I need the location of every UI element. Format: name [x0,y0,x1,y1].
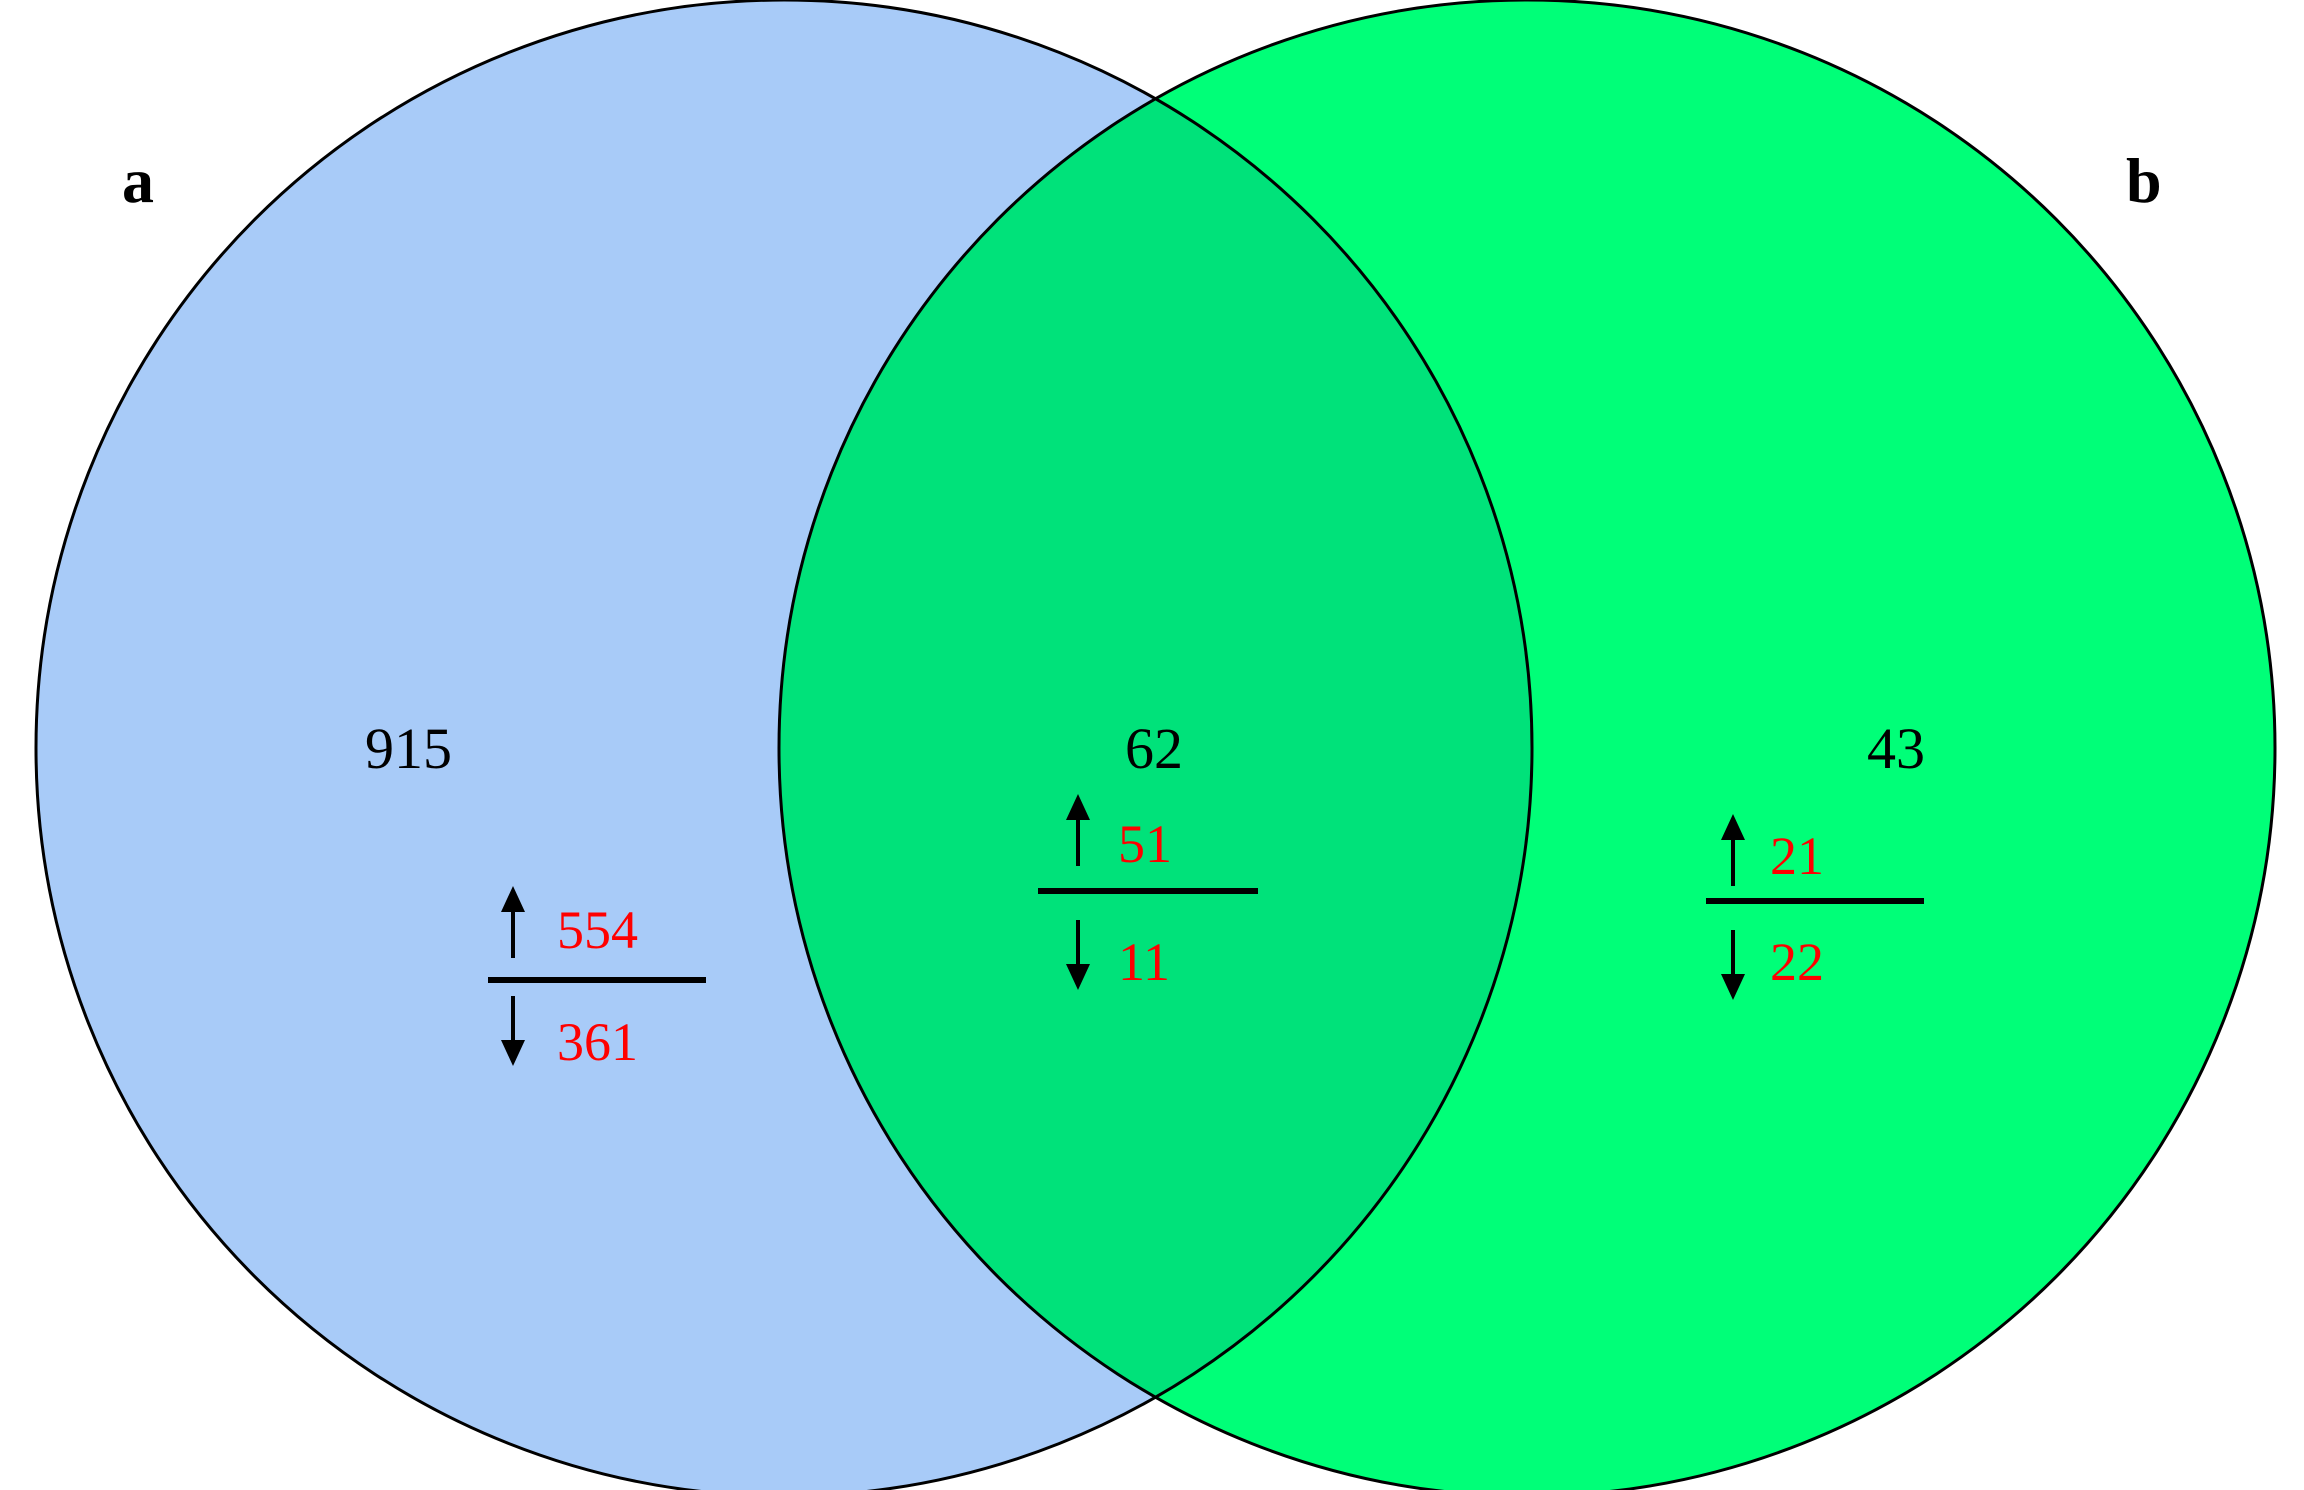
region-a-only-down-count: 361 [557,1012,638,1072]
set-b-label: b [2126,145,2162,216]
region-b-only: 43 21 22 [1706,716,1925,1000]
arrow-down-icon [1721,930,1745,1000]
arrow-up-icon [1721,814,1745,886]
region-a-only: 915 554 361 [365,716,706,1072]
region-b-only-down-count: 22 [1770,932,1824,992]
region-b-only-total: 43 [1867,716,1925,781]
region-a-only-up-count: 554 [557,900,638,960]
set-b-outline [777,0,2277,1490]
overlap-region [779,0,1532,1490]
region-both: 62 51 11 [1038,716,1258,992]
set-a-outline [34,0,1534,1490]
region-a-only-total: 915 [365,716,452,781]
region-both-down-count: 11 [1118,932,1170,992]
region-both-total: 62 [1125,716,1183,781]
region-both-up-count: 51 [1118,814,1172,874]
arrow-down-icon [501,996,525,1066]
arrow-down-icon [1066,920,1090,990]
arrow-up-icon [1066,794,1090,866]
region-b-only-up-count: 21 [1770,826,1824,886]
set-a-label: a [122,145,154,216]
arrow-up-icon [501,886,525,958]
